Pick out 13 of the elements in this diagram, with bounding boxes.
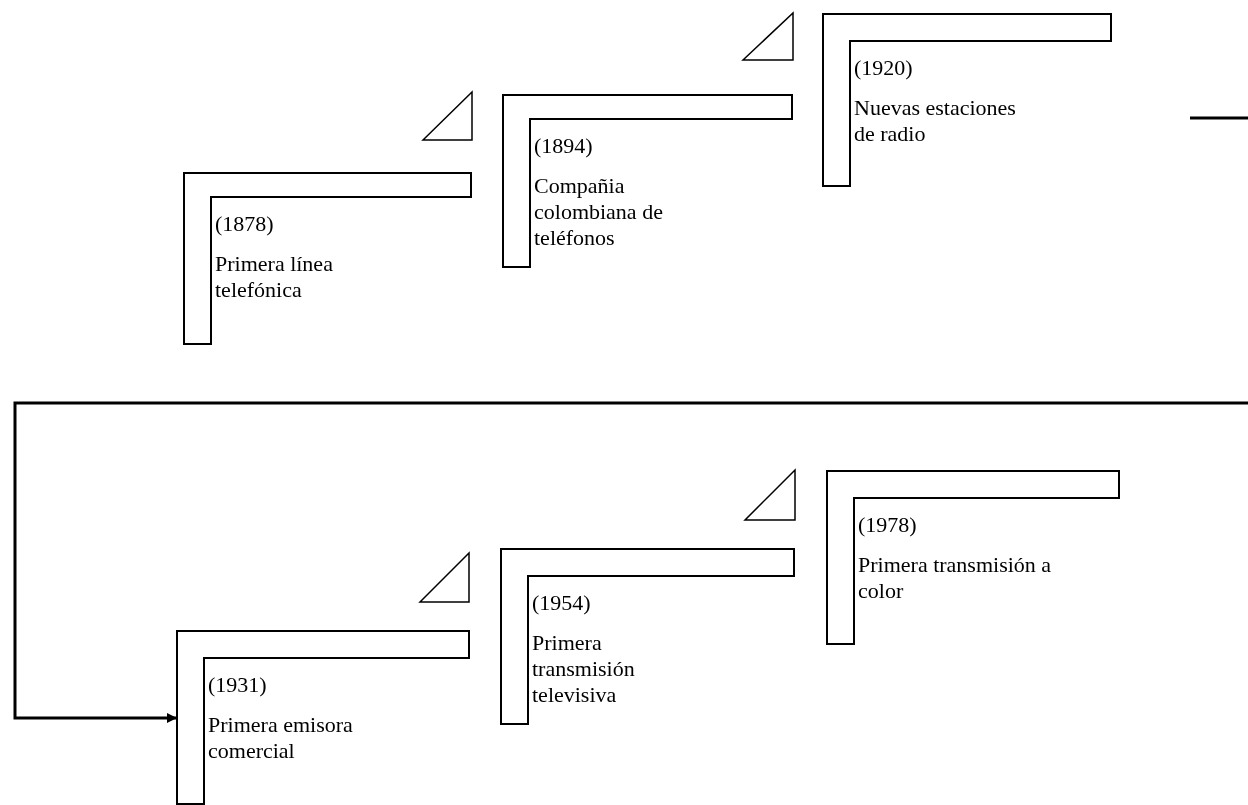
event-description: Primera transmisión televisiva	[532, 630, 636, 708]
event-description: Nuevas estaciones de radio	[854, 95, 1017, 147]
event-description: Compañia colombiana de teléfonos	[534, 173, 664, 251]
year-label: (1920)	[854, 55, 914, 81]
year-label: (1978)	[858, 512, 918, 538]
event-description: Primera línea telefónica	[215, 251, 334, 303]
year-label: (1894)	[534, 133, 594, 159]
year-label: (1954)	[532, 590, 592, 616]
year-label: (1931)	[208, 672, 268, 698]
event-description: Primera emisora comercial	[208, 712, 354, 764]
year-label: (1878)	[215, 211, 275, 237]
arrow	[13, 401, 1248, 723]
event-description: Primera transmisión a color	[858, 552, 1053, 604]
